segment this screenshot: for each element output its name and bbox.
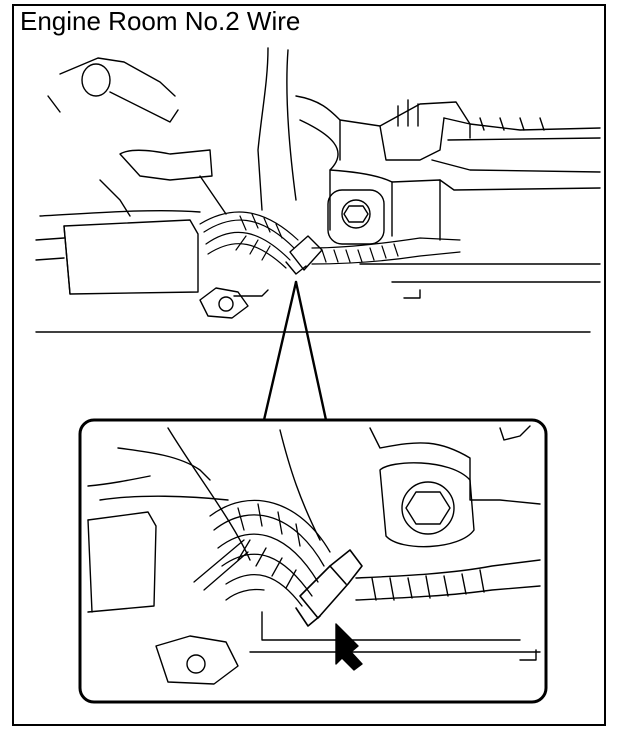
inset-wire-harness (193, 499, 331, 607)
inset-clamp (295, 549, 363, 627)
detail-inset (78, 418, 548, 704)
inset-panel-line (167, 427, 251, 561)
overview-pipe (47, 57, 179, 123)
arrow-pointer-icon (335, 623, 363, 671)
overview-connector-box (35, 149, 227, 295)
overview-wire-harness (199, 211, 461, 269)
panel-edge-left (257, 47, 269, 211)
overview-clamp (285, 235, 323, 275)
overview-foot (403, 289, 421, 299)
inset-lower-bracket (155, 635, 239, 685)
callout-leader (262, 280, 328, 422)
inset-panel-line-2 (279, 429, 321, 541)
diagram-title: Engine Room No.2 Wire (20, 6, 301, 36)
panel-edge-right (286, 49, 297, 201)
inset-small-bolt-icon (186, 654, 206, 674)
overview-bolt-icon (327, 189, 385, 245)
overview-view (35, 47, 601, 333)
inset-harness-right (355, 559, 541, 601)
inset-floor-line (261, 611, 521, 641)
overview-lower-bracket (199, 287, 269, 319)
inset-connector (87, 447, 229, 613)
overview-bracket (295, 95, 601, 241)
inset-bolt-icon (379, 462, 475, 548)
